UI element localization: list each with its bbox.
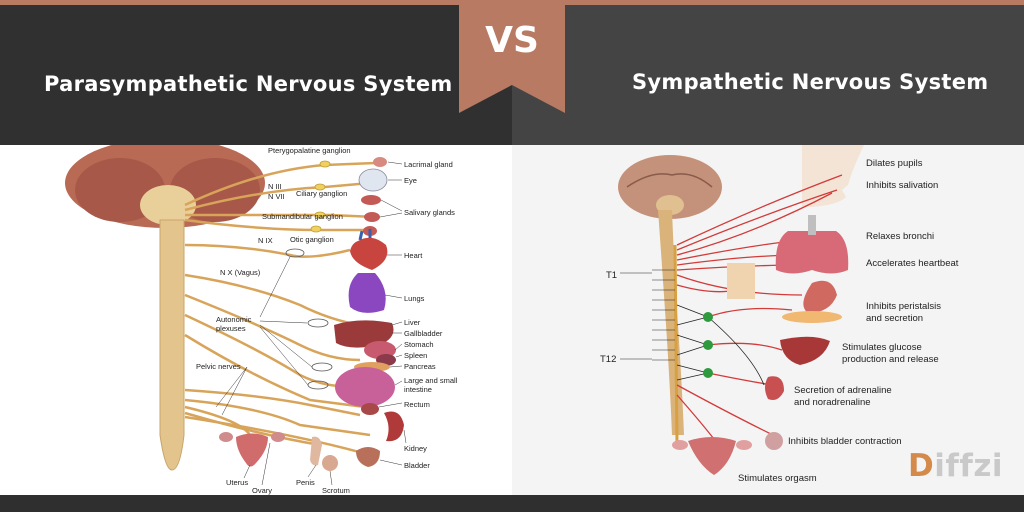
lungs [348,273,386,313]
submandibular-ganglion [314,211,326,219]
vs-label: VS [485,20,539,61]
sympathetic-chain [673,244,679,446]
label-spleen: Spleen [404,351,427,360]
label-relaxes-bronchi: Relaxes bronchi [866,231,934,242]
otic-ganglion [310,225,322,233]
label-accelerates-heartbeat: Accelerates heartbeat [866,258,959,269]
plexus-ring [307,318,329,328]
bladder [765,432,783,450]
label-scrotum: Scrotum [322,486,350,495]
label-otic: Otic ganglion [290,235,334,244]
label-pelvic: Pelvic nerves [196,362,241,371]
label-uterus: Uterus [226,478,248,487]
label-bladder: Bladder [404,461,430,470]
left-header [0,5,512,145]
label-ciliary: Ciliary ganglion [296,189,347,198]
label-rectum: Rectum [404,400,430,409]
lacrimal-gland [373,157,387,167]
label-t12: T12 [600,354,616,365]
label-plexuses: plexuses [216,324,246,333]
face-silhouette [802,145,864,207]
heart [350,237,388,270]
kidney [384,411,404,442]
liver [334,320,394,348]
label-dilates-pupils: Dilates pupils [866,158,923,169]
parasympathetic-diagram: Pterygopalatine ganglion Lacrimal gland … [65,145,458,495]
adrenal-kidney [765,376,784,400]
scrotum [322,455,338,471]
right-title: Sympathetic Nervous System [632,70,989,94]
liver [780,336,830,365]
label-and-secretion: and secretion [866,313,923,324]
plexus-ring [285,248,305,258]
pterygopalatine-ganglion [319,160,331,168]
label-pterygopalatine: Pterygopalatine ganglion [268,146,351,155]
rectum [361,403,379,415]
right-header [512,5,1024,145]
reproductive-organs [688,437,736,475]
ciliary-ganglion [314,183,326,191]
label-submandibular: Submandibular ganglion [262,212,343,221]
label-n9: N IX [258,236,273,245]
bottom-bar [0,495,1024,512]
label-vagus: N X (Vagus) [220,268,261,277]
label-eye: Eye [404,176,417,185]
label-n7: N VII [268,192,285,201]
left-title: Parasympathetic Nervous System [44,72,453,96]
label-autonomic: Autonomic [216,315,252,324]
label-t1: T1 [606,270,617,281]
label-lacrimal: Lacrimal gland [404,160,453,169]
label-lungs: Lungs [404,294,425,303]
label-ovary: Ovary [252,486,272,495]
label-stomach: Stomach [404,340,434,349]
diffzi-logo: Diffzi [908,448,1004,484]
label-intestine-2: intestine [404,385,432,394]
label-intestine: Large and small [404,376,458,385]
spinal-cord [159,219,185,471]
label-n3: N III [268,182,282,191]
label-secretion-adrenaline: Secretion of adrenaline [794,385,892,396]
ganglion [703,312,713,322]
label-inhibits-peristalsis: Inhibits peristalsis [866,301,941,312]
label-heart: Heart [404,251,423,260]
label-inhibits-bladder: Inhibits bladder contraction [788,436,902,447]
stomach [803,280,837,313]
uterus [236,433,268,467]
penis [310,436,322,466]
eye [358,168,388,192]
label-stimulates-orgasm: Stimulates orgasm [738,473,817,484]
label-inhibits-salivation: Inhibits salivation [866,180,938,191]
label-gallbladder: Gallbladder [404,329,443,338]
rib-lines [652,269,675,361]
label-stimulates-glucose: Stimulates glucose [842,342,922,353]
label-pancreas: Pancreas [404,362,436,371]
label-kidney: Kidney [404,444,427,453]
label-glucose-release: production and release [842,354,939,365]
ganglion [703,340,713,350]
intestine [335,367,395,407]
salivary-glands [364,212,380,222]
vs-banner [459,0,565,113]
label-salivary: Salivary glands [404,208,455,217]
sympathetic-diagram: T1 T12 Dilates pupils Inhibits salivatio… [600,145,959,484]
label-liver: Liver [404,318,421,327]
label-penis: Penis [296,478,315,487]
label-noradrenaline: and noradrenaline [794,397,871,408]
ganglion [703,368,713,378]
skin-illustration [727,263,755,299]
bladder [356,447,380,467]
plexus-ring [311,362,333,372]
lungs [775,231,849,274]
brain-illustration [618,155,722,219]
